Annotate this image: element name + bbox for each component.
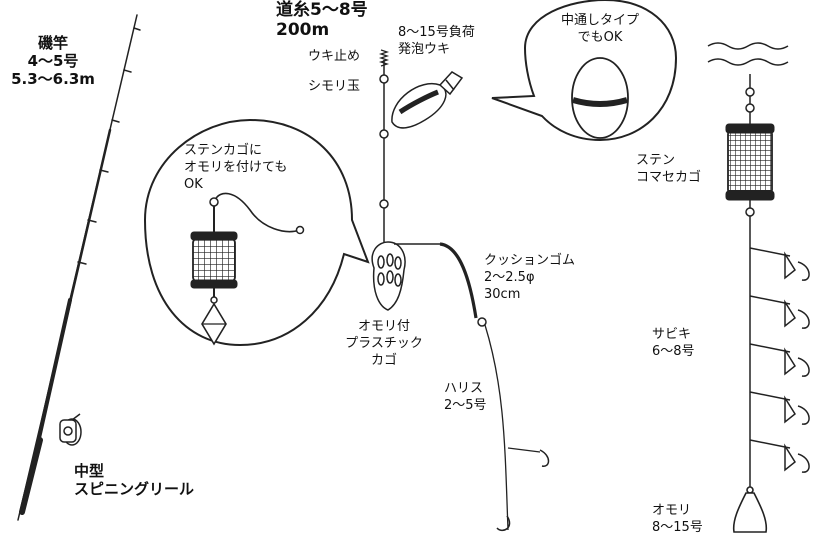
sabiki-name: サビキ bbox=[652, 327, 692, 342]
foam-float bbox=[391, 71, 464, 129]
sten-cage-line2: コマセカゴ bbox=[636, 170, 702, 185]
harisu-label: ハリス 2〜5号 bbox=[444, 380, 487, 414]
plastic-cage-line1: オモリ付 bbox=[357, 319, 410, 334]
harisu-size: 2〜5号 bbox=[444, 398, 487, 413]
sabiki-label: サビキ 6〜8号 bbox=[652, 326, 695, 360]
float-type: 発泡ウキ bbox=[398, 42, 451, 57]
cushion-name: クッションゴム bbox=[484, 253, 576, 268]
sinker-name: オモリ bbox=[652, 503, 692, 518]
plastic-cage-line3: カゴ bbox=[370, 353, 397, 368]
bottom-sinker bbox=[732, 486, 768, 533]
float-stop-label: ウキ止め bbox=[308, 49, 361, 64]
cage-callout-line1: ステンカゴに bbox=[184, 143, 263, 158]
float-load: 8〜15号負荷 bbox=[398, 25, 475, 40]
cushion-label: クッションゴム 2〜2.5φ 30cm bbox=[484, 252, 575, 303]
cage-callout bbox=[143, 118, 370, 347]
cushion-size: 2〜2.5φ bbox=[484, 270, 535, 285]
plastic-cage bbox=[371, 241, 406, 311]
float-callout-line1: 中通しタイプ bbox=[560, 13, 639, 28]
reel-label: 中型 スピニングリール bbox=[74, 462, 194, 498]
reel-line2: スピニングリール bbox=[74, 480, 195, 498]
sinker-label: オモリ 8〜15号 bbox=[652, 502, 703, 536]
cage-callout-text: ステンカゴに オモリを付けても OK bbox=[184, 142, 287, 193]
cushion-and-leader bbox=[394, 242, 550, 532]
cushion-length: 30cm bbox=[484, 287, 521, 302]
plastic-cage-line2: プラスチック bbox=[345, 336, 423, 351]
rod-label: 磯竿 4〜5号 5.3〜6.3m bbox=[8, 34, 98, 88]
mainline-label: 道糸5〜8号 200m bbox=[276, 0, 368, 40]
spinning-reel bbox=[59, 413, 82, 446]
rod-length: 5.3〜6.3m bbox=[11, 70, 95, 88]
plastic-cage-label: オモリ付 プラスチック カゴ bbox=[334, 318, 434, 369]
cage-callout-line2: オモリを付けても bbox=[184, 160, 288, 175]
rod-name: 磯竿 bbox=[37, 34, 68, 52]
sten-cage-label: ステン コマセカゴ bbox=[636, 152, 701, 186]
reel-line1: 中型 bbox=[74, 462, 105, 480]
shimori-bead-label: シモリ玉 bbox=[308, 79, 361, 94]
harisu-name: ハリス bbox=[444, 381, 484, 396]
sabiki-rig bbox=[707, 42, 789, 488]
sabiki-size: 6〜8号 bbox=[652, 344, 695, 359]
mainline-spec: 道糸5〜8号 bbox=[276, 0, 368, 20]
float-callout bbox=[491, 0, 678, 142]
float-callout-line2: でもOK bbox=[577, 30, 623, 45]
center-rig bbox=[378, 49, 390, 248]
cage-callout-line3: OK bbox=[184, 177, 203, 192]
sinker-size: 8〜15号 bbox=[652, 520, 703, 535]
float-callout-text: 中通しタイプ でもOK bbox=[548, 12, 652, 46]
mainline-length: 200m bbox=[276, 20, 330, 40]
sabiki-hooks bbox=[749, 247, 810, 473]
float-label: 8〜15号負荷 発泡ウキ bbox=[398, 24, 475, 58]
rod-size: 4〜5号 bbox=[27, 52, 79, 70]
fishing-rod bbox=[17, 14, 141, 521]
sten-cage-line1: ステン bbox=[636, 153, 676, 168]
